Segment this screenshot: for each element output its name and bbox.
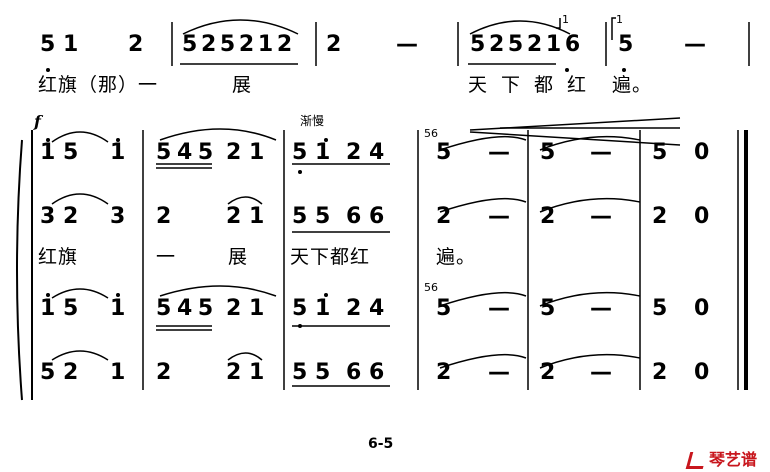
note-group: 5 2 5 2 1 6 bbox=[470, 32, 580, 57]
tempo-change: 56 bbox=[424, 127, 438, 140]
note-group: 1 bbox=[110, 140, 126, 165]
note-group: 2 1 bbox=[226, 360, 265, 385]
dash: — bbox=[590, 140, 612, 165]
note-group: 5 bbox=[436, 296, 452, 321]
note-group: 5 bbox=[436, 140, 452, 165]
system-brace bbox=[16, 139, 23, 401]
lyric-text: 天下都红 bbox=[468, 74, 601, 96]
note-group: 5 2 5 2 1 2 bbox=[182, 32, 292, 57]
rest: 0 bbox=[694, 296, 710, 321]
note-group: 2 bbox=[436, 360, 452, 385]
note-group: 2 4 bbox=[346, 296, 385, 321]
watermark-logo: 琴艺谱 bbox=[685, 446, 758, 470]
note-group: 5 bbox=[652, 140, 668, 165]
lyric-text: 天下都红 bbox=[290, 246, 371, 268]
volta-number: 1 bbox=[562, 13, 569, 26]
note-group: 2 4 bbox=[346, 140, 385, 165]
note-group: 3 bbox=[110, 204, 126, 229]
note-group: 5 bbox=[652, 296, 668, 321]
tempo-change: 56 bbox=[424, 281, 438, 294]
lyric-text: 红旗（那）一 bbox=[38, 74, 159, 96]
note-group: 5 bbox=[540, 140, 556, 165]
note-group: 5 4 5 bbox=[156, 140, 213, 165]
dash: — bbox=[488, 140, 510, 165]
watermark-text: 琴艺谱 bbox=[709, 450, 758, 469]
note-group: 1 5 bbox=[40, 140, 79, 165]
note-group: 6 6 bbox=[346, 204, 385, 229]
note-group: 5 bbox=[540, 296, 556, 321]
watermark-mark-icon bbox=[685, 452, 708, 469]
dynamic-marking: f bbox=[34, 112, 41, 131]
note-group: 5 5 bbox=[292, 360, 331, 385]
dash: — bbox=[488, 360, 510, 385]
note-group: 5 bbox=[618, 32, 634, 57]
note-group: 3 2 bbox=[40, 204, 79, 229]
note-group: 2 bbox=[326, 32, 342, 57]
note-group: 5 1 bbox=[292, 140, 331, 165]
note-group: 2 bbox=[156, 360, 172, 385]
note-group: 2 bbox=[128, 32, 144, 57]
note-group: 5 2 bbox=[40, 360, 79, 385]
dash: — bbox=[590, 360, 612, 385]
lyric-text: 红旗 bbox=[38, 246, 79, 268]
rest: 0 bbox=[694, 360, 710, 385]
note-group: 1 bbox=[110, 296, 126, 321]
dash: — bbox=[488, 296, 510, 321]
lyric-text: 遍。 bbox=[436, 246, 477, 268]
tie bbox=[182, 19, 299, 35]
tempo-marking: 渐慢 bbox=[300, 114, 325, 128]
note-group: 2 bbox=[652, 204, 668, 229]
note-group: 5 1 bbox=[292, 296, 331, 321]
note-group: 2 bbox=[652, 360, 668, 385]
note-group: 2 1 bbox=[226, 204, 265, 229]
lyric-text: 展 bbox=[232, 74, 253, 96]
rest: 0 bbox=[694, 204, 710, 229]
lyric-text: 遍。 bbox=[612, 74, 653, 96]
note-group: 1 5 bbox=[40, 296, 79, 321]
note-group: 2 bbox=[540, 204, 556, 229]
note-group: 6 6 bbox=[346, 360, 385, 385]
lyric-text: 一 bbox=[156, 246, 177, 268]
page-number: 6-5 bbox=[368, 436, 394, 452]
note-group: 2 1 bbox=[226, 140, 265, 165]
dash: — bbox=[590, 204, 612, 229]
note-group: 5 1 bbox=[40, 32, 79, 57]
note-group: 5 5 bbox=[292, 204, 331, 229]
tie bbox=[469, 20, 571, 35]
dash: — bbox=[684, 32, 706, 57]
note-group: 2 bbox=[156, 204, 172, 229]
lyric-text: 展 bbox=[228, 246, 249, 268]
volta-number: 1 bbox=[616, 13, 623, 26]
dash: — bbox=[590, 296, 612, 321]
note-group: 1 bbox=[110, 360, 126, 385]
dash: — bbox=[488, 204, 510, 229]
note-group: 2 1 bbox=[226, 296, 265, 321]
note-group: 5 4 5 bbox=[156, 296, 213, 321]
note-group: 2 bbox=[540, 360, 556, 385]
rest: 0 bbox=[694, 140, 710, 165]
note-group: 2 bbox=[436, 204, 452, 229]
dash: — bbox=[396, 32, 418, 57]
